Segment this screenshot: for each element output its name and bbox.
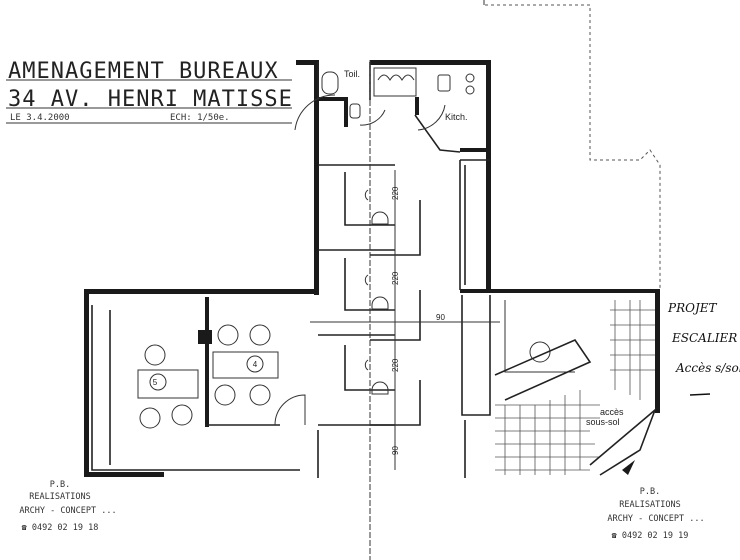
desk-4-label: 4 [253,360,258,369]
stair-area: accès sous-sol [494,300,657,476]
stairs-label-line-1: accès [600,407,624,417]
date-text: LE 3.4.2000 [10,113,70,123]
dimension-lines [310,60,500,560]
credit-right-line-2: REALISATIONS [619,500,680,510]
annotation-line-1: PROJET [667,301,718,315]
annotation-line-3: Accès s/sol [675,361,740,375]
stairs-label-line-2: sous-sol [586,417,620,427]
dimension-corridor-width: 90 [436,313,445,322]
dimension-office-1: 220 [391,186,400,200]
dimension-corridor-bottom: 90 [391,446,400,455]
scale-text: ECH: 1/50e. [170,113,230,123]
annotation-line-2: ESCALIER [671,331,737,345]
credit-right-line-1: P.B. [640,487,660,497]
kitchen-room: Kitch. [373,67,475,131]
handwritten-annotation: PROJET ESCALIER Accès s/sol [667,301,740,396]
credit-right-line-4: ☎ 0492 02 19 19 [612,531,689,541]
adjacent-area-outline [485,4,661,290]
toilet-room: Toil. [294,69,386,131]
kitchen-label: Kitch. [445,112,468,122]
meeting-room [137,324,306,429]
credit-left-line-2: REALISATIONS [29,492,90,502]
desk-5-label: 5 [153,378,158,387]
credit-right: P.B. REALISATIONS ARCHY - CONCEPT ... ☎ … [607,487,704,541]
office-chairs [364,189,389,395]
walls [84,60,660,477]
dimension-office-2: 220 [391,271,400,285]
dimension-office-3: 220 [391,358,400,372]
partitions [91,62,491,478]
credit-right-line-3: ARCHY - CONCEPT ... [607,514,704,524]
credit-left-line-3: ARCHY - CONCEPT ... [19,506,116,516]
toilet-label: Toil. [344,69,360,79]
credit-left-line-1: P.B. [50,480,70,490]
title-block: AMENAGEMENT BUREAUX 34 AV. HENRI MATISSE… [6,59,292,124]
credit-left-line-4: ☎ 0492 02 19 18 [22,523,99,533]
credit-left: P.B. REALISATIONS ARCHY - CONCEPT ... ☎ … [19,480,116,533]
